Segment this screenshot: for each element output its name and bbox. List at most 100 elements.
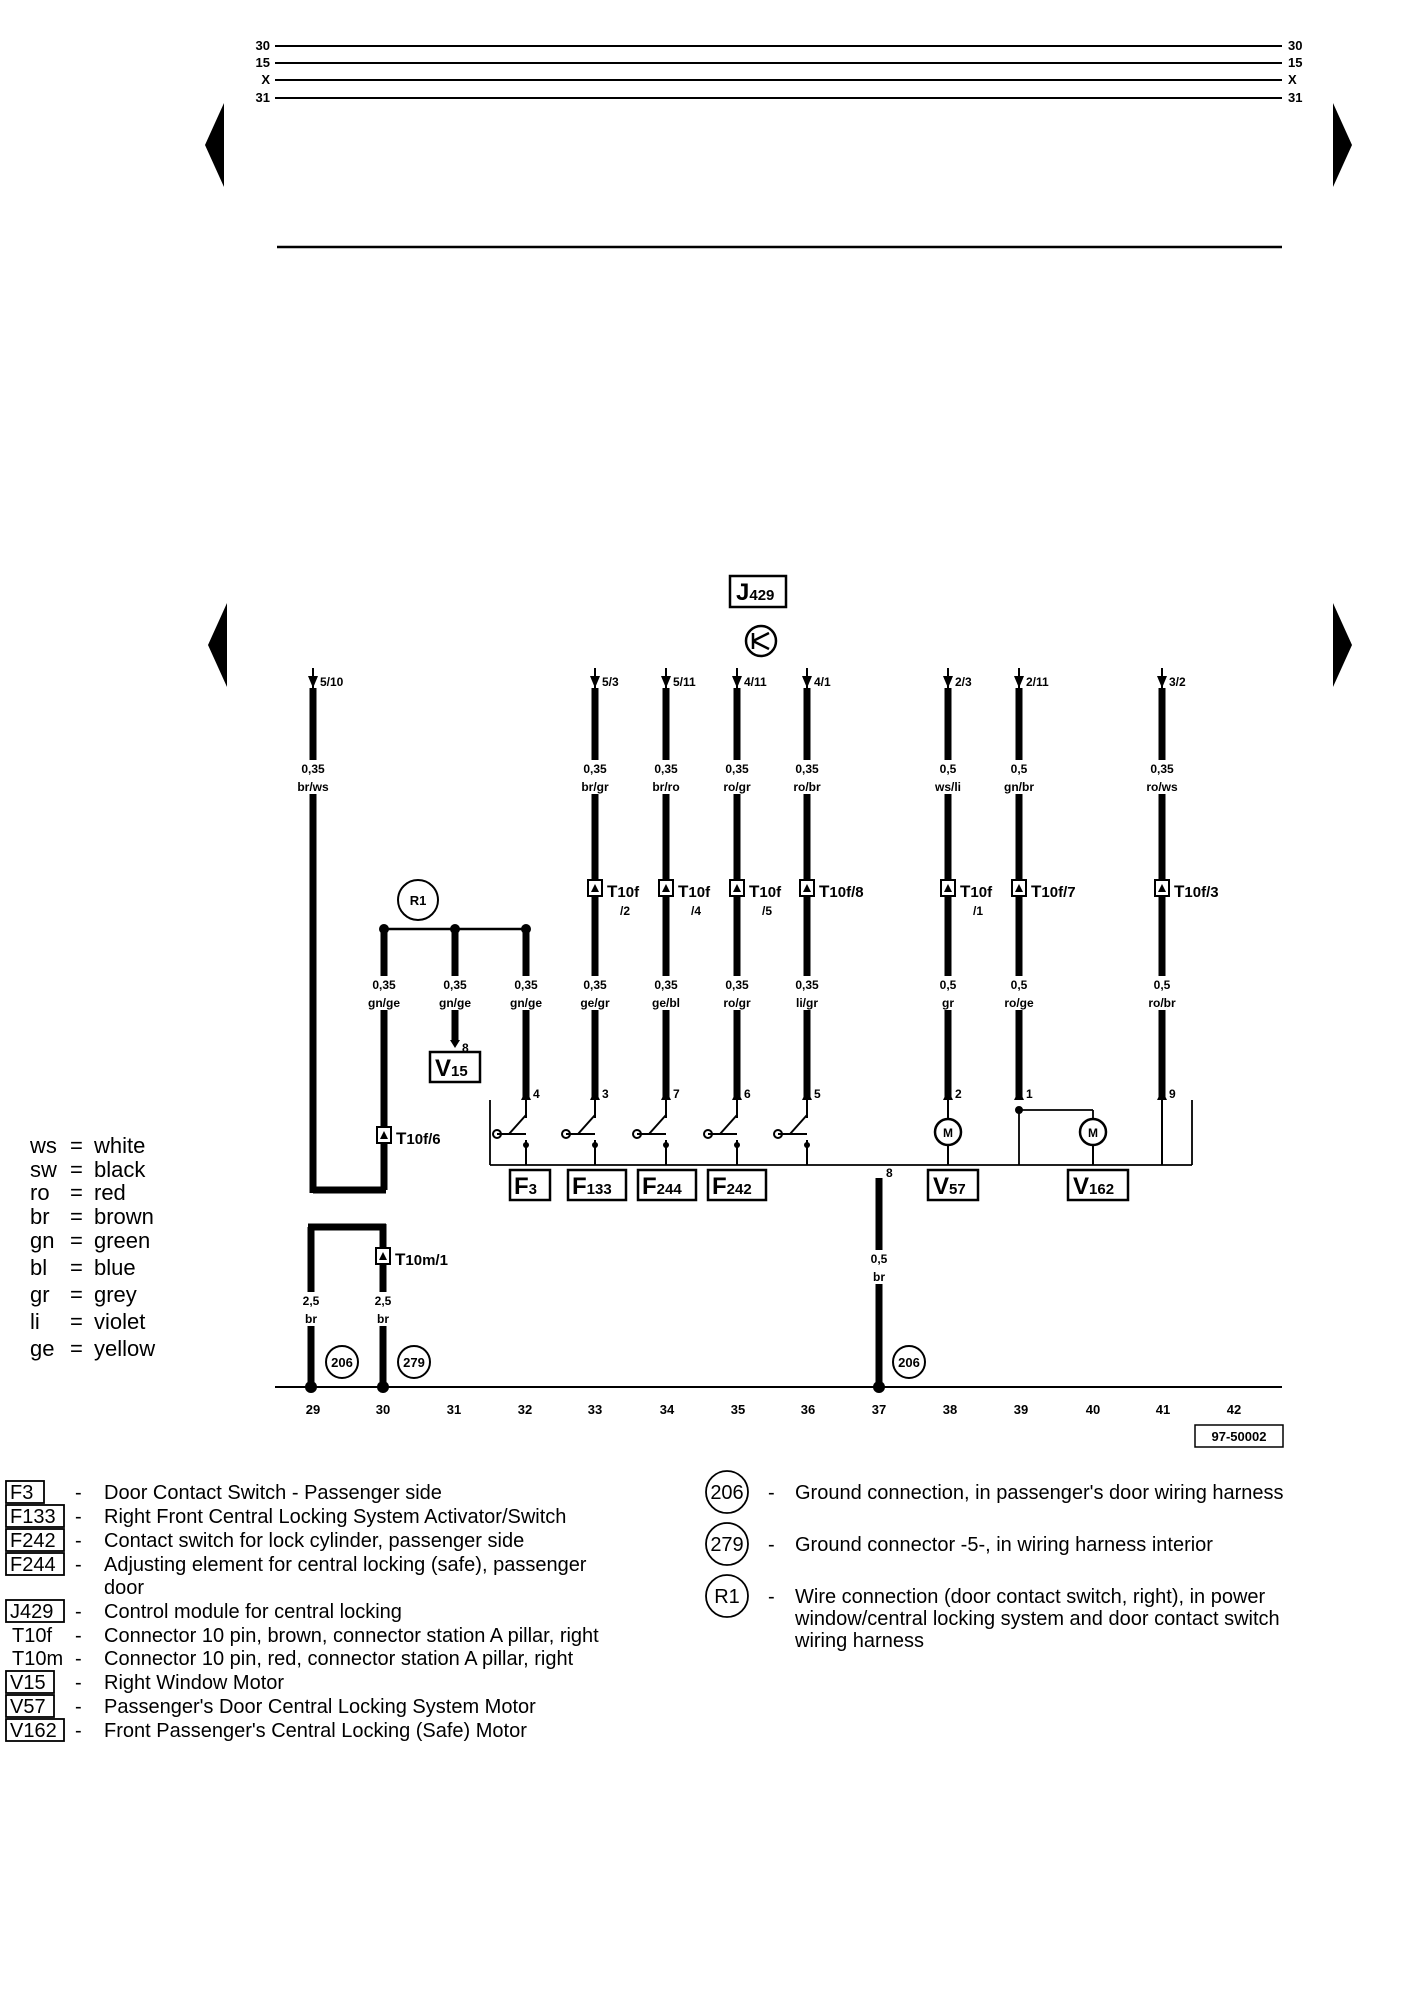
svg-text:T10f/6: T10f/6 — [396, 1129, 441, 1148]
svg-text:T10f: T10f — [960, 882, 993, 901]
legend-text: Front Passenger's Central Locking (Safe)… — [104, 1720, 527, 1742]
bus-label-x-right: X — [1288, 72, 1297, 87]
wire-gauge: 0,35 — [654, 978, 678, 992]
wire-gauge: 0,35 — [372, 978, 396, 992]
wire-gauge: 0,35 — [301, 762, 325, 776]
component-enclosure — [489, 1100, 1193, 1166]
legend-dash: - — [75, 1720, 82, 1742]
wire-color: ro/br — [793, 780, 821, 794]
pin-number: 1 — [1026, 1087, 1033, 1101]
upper-wire-labels: 0,35 br/ws 0,35 br/gr 0,35 br/ro 0,35 ro… — [288, 760, 1187, 794]
legend-splice-code: R1 — [714, 1586, 740, 1608]
wire-gauge: 0,5 — [940, 978, 957, 992]
legend-text: Connector 10 pin, brown, connector stati… — [104, 1625, 599, 1647]
track-number: 29 — [306, 1402, 320, 1417]
wire-color: ws/li — [934, 780, 961, 794]
legend-code: V162 — [10, 1720, 57, 1742]
legend-dash: - — [75, 1530, 82, 1552]
wire-ref: 5/10 — [320, 675, 344, 689]
connector-id: 10f — [970, 884, 993, 901]
legend-code: F242 — [10, 1530, 56, 1552]
wire-arrow-icons — [308, 668, 1167, 688]
pin-number: 2 — [955, 1087, 962, 1101]
component-letter: V — [1073, 1173, 1089, 1200]
color-name: yellow — [94, 1336, 155, 1361]
wire-gauge: 0,35 — [583, 978, 607, 992]
connector-t: T — [1031, 882, 1042, 901]
svg-text:T10f/3: T10f/3 — [1174, 882, 1219, 901]
connector-id: 10f/8 — [829, 884, 863, 901]
wire-color: gn/br — [1004, 780, 1034, 794]
component-number: 15 — [451, 1063, 468, 1080]
track-number: 41 — [1156, 1402, 1170, 1417]
splice-r1-label: R1 — [410, 893, 427, 908]
component-number: 162 — [1089, 1181, 1114, 1198]
prev-page-arrow-icon-lower[interactable] — [208, 603, 227, 687]
track-number: 37 — [872, 1402, 886, 1417]
motor-symbol: M — [1088, 1126, 1098, 1140]
pin-number: 8 — [886, 1166, 893, 1180]
legend-text: Right Front Central Locking System Activ… — [104, 1506, 566, 1528]
legend-text: Wire connection (door contact switch, ri… — [795, 1586, 1266, 1608]
svg-text:ro=red: ro=red — [30, 1180, 126, 1205]
color-name: blue — [94, 1255, 136, 1280]
ground-279: 279 — [403, 1355, 425, 1370]
color-code: gr — [30, 1282, 50, 1307]
wire-color: gr — [942, 996, 954, 1010]
splice-r1 — [397, 879, 439, 921]
legend-text: Passenger's Door Central Locking System … — [104, 1696, 536, 1718]
bus-label-15-left: 15 — [256, 55, 270, 70]
wire-gauge: 0,5 — [871, 1252, 888, 1266]
svg-text:T10m/1: T10m/1 — [395, 1250, 448, 1269]
color-legend: ws=white sw=black ro=red br=brown gn=gre… — [29, 1133, 155, 1361]
bus-label-30-right: 30 — [1288, 38, 1302, 53]
legend-dash: - — [75, 1506, 82, 1528]
ground-dots — [305, 1381, 885, 1393]
svg-text:T10f: T10f — [607, 882, 640, 901]
switch-contact-dots — [523, 1106, 1023, 1148]
legend-code: F3 — [10, 1482, 33, 1504]
next-page-arrow-icon-lower[interactable] — [1333, 603, 1352, 687]
wire-color: gn/ge — [439, 996, 471, 1010]
connector-id: 10f — [617, 884, 640, 901]
connector-t: T — [395, 1250, 406, 1269]
component-number: 57 — [949, 1181, 966, 1198]
wire-color: br — [873, 1270, 885, 1284]
next-page-arrow-icon[interactable] — [1333, 103, 1352, 187]
legend-text: door — [104, 1577, 144, 1599]
legend-text: Adjusting element for central locking (s… — [104, 1554, 587, 1576]
color-name: black — [94, 1157, 146, 1182]
track-number: 42 — [1227, 1402, 1241, 1417]
component-letter: F — [642, 1173, 657, 1200]
prev-page-arrow-icon[interactable] — [205, 103, 224, 187]
wire-color: br — [305, 1312, 317, 1326]
electronic-unit-icon — [744, 624, 778, 658]
legend-text: Control module for central locking — [104, 1601, 402, 1623]
legend-text: wiring harness — [794, 1630, 924, 1652]
ground-206-b: 206 — [898, 1355, 920, 1370]
svg-text:F242: F242 — [712, 1173, 752, 1200]
j429-letter: J — [736, 579, 749, 606]
color-code: bl — [30, 1255, 47, 1280]
legend-code: V57 — [10, 1696, 46, 1718]
wire-gauge: 0,35 — [654, 762, 678, 776]
wire-ref: 5/11 — [673, 675, 696, 689]
legend-code: T10m — [12, 1648, 63, 1670]
svg-text:V57: V57 — [933, 1173, 966, 1200]
component-legend: F3 F133 F242 F244 J429 T10f T10m V15 V57… — [5, 1480, 599, 1742]
svg-text:ws=white: ws=white — [29, 1133, 145, 1158]
motor-symbol: M — [943, 1126, 953, 1140]
connector-pin: /5 — [762, 904, 772, 918]
connector-id: 10f/6 — [406, 1131, 440, 1148]
track-number: 33 — [588, 1402, 602, 1417]
legend-text: Door Contact Switch - Passenger side — [104, 1482, 442, 1504]
legend-text: window/central locking system and door c… — [794, 1608, 1280, 1630]
svg-text:ge=yellow: ge=yellow — [30, 1336, 155, 1361]
wire-color: ro/ws — [1146, 780, 1178, 794]
svg-text:li=violet: li=violet — [30, 1309, 145, 1334]
pin-number: 5 — [814, 1087, 821, 1101]
component-number: 244 — [657, 1181, 683, 1198]
motor-v57: M — [933, 1100, 963, 1165]
ground-symbols: 206 279 206 — [325, 1345, 926, 1379]
